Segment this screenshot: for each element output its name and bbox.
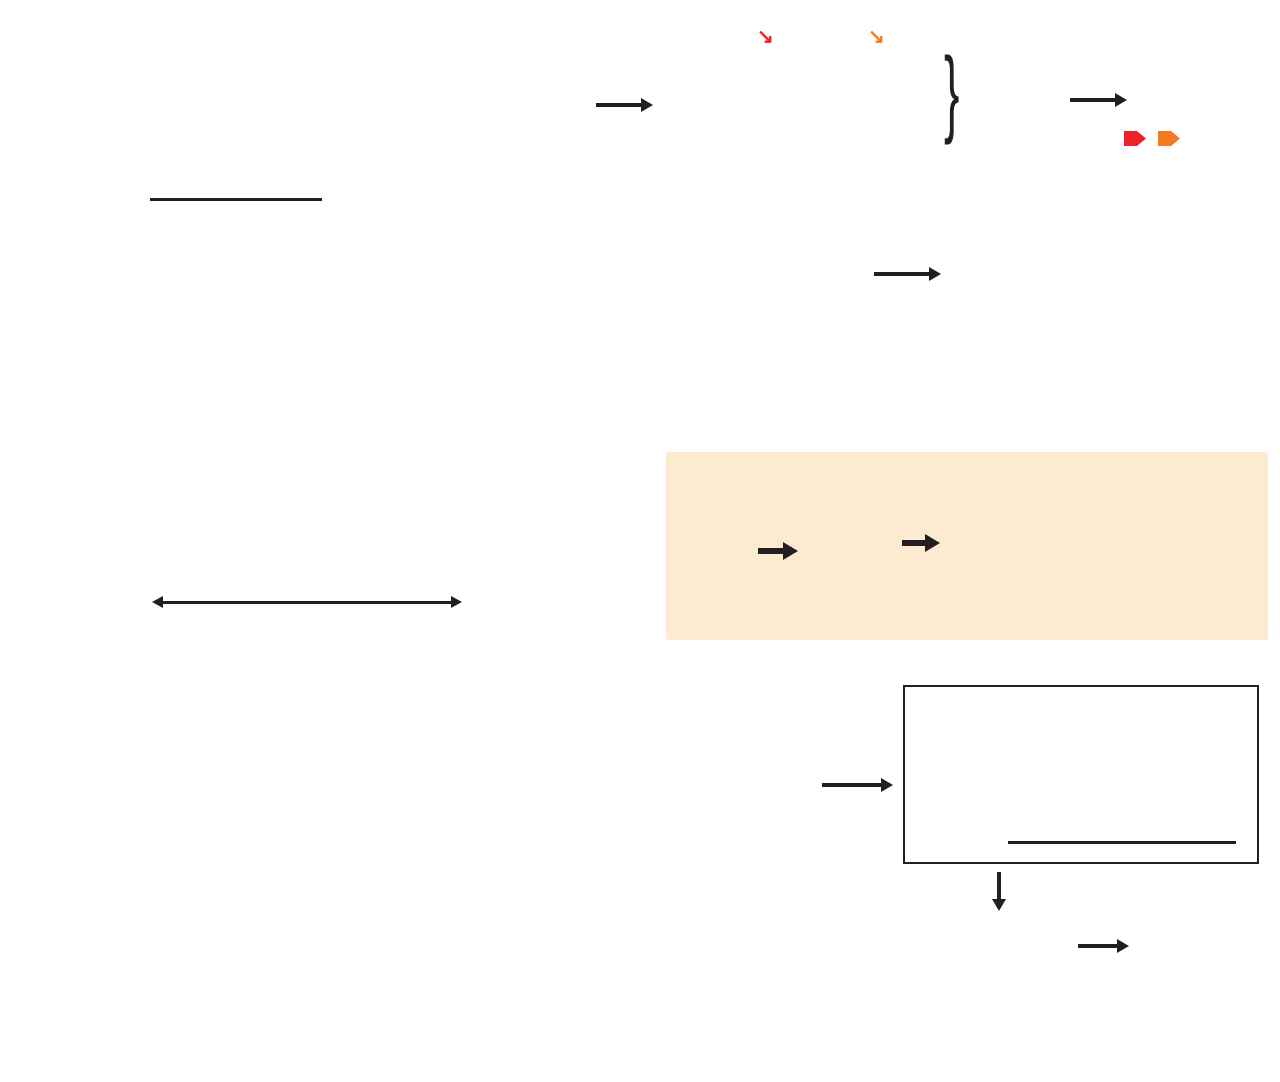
red-pointer-arrow-icon: ↘	[757, 26, 774, 48]
host-to-plates-arrow-icon	[902, 540, 926, 546]
big3d-depth-label	[602, 802, 641, 862]
cluster-brace: }	[944, 36, 960, 146]
filter-arrow-icon	[874, 272, 930, 276]
to-measurement-box-arrow-icon	[822, 783, 882, 787]
accessory-genes-underline	[150, 198, 322, 201]
to-plates-down-arrow-icon	[997, 872, 1001, 900]
candidate-between-row	[1118, 131, 1278, 146]
orange-pointer-arrow-icon: ↘	[868, 26, 885, 48]
conjugation-box	[666, 452, 1268, 640]
chart-phages2-depth-label	[656, 978, 695, 1038]
red-gene-icon	[1124, 131, 1146, 146]
to-sequencing-arrow-icon	[1078, 944, 1118, 948]
orange-gene-icon	[1158, 131, 1180, 146]
accessory-region-arrow-icon	[162, 601, 452, 604]
plasmid-to-host-arrow-icon	[758, 548, 784, 554]
t3060-line	[1008, 841, 1236, 844]
measurement-box	[903, 685, 1259, 864]
choose-arrow-icon	[596, 103, 642, 107]
candidate-arrow-icon	[1070, 98, 1116, 102]
